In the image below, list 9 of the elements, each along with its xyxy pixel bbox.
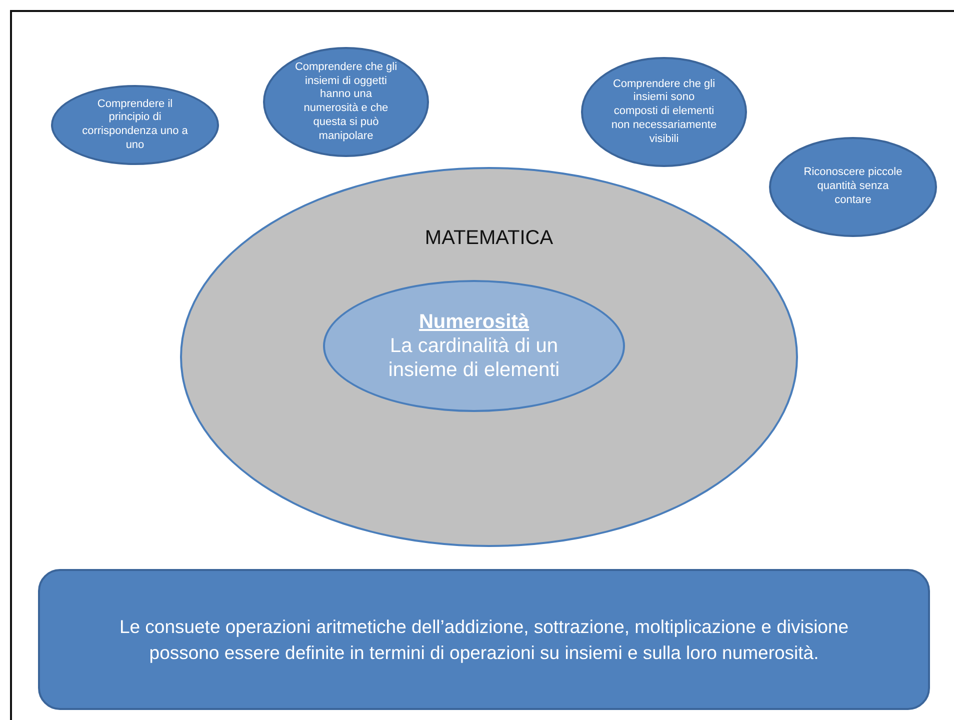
body-text: Comprendere il principio di corrispondenza uno a uno — [81, 98, 189, 152]
body-text: Le consuete operazioni aritmetiche dell’addizione, sottrazione, moltiplicazione e divisione possono essere definite in termini di operazioni su insiemi e sulla loro numerosità. — [118, 614, 850, 665]
body-text: MATEMATICA — [424, 227, 554, 250]
body-text: Comprendere che gli insiemi di oggetti hanno una numerosità e che questa si può manipolare — [294, 60, 398, 144]
rounded-banner — [38, 569, 930, 710]
heading-text: Numerosità — [418, 310, 530, 334]
body-text: Riconoscere piccole quantità senza contare — [802, 166, 904, 208]
body-text: La cardinalità di un insieme di elementi — [387, 334, 561, 382]
body-text: Comprendere che gli insiemi sono composti di elementi non necessariamente visibili — [611, 78, 717, 146]
